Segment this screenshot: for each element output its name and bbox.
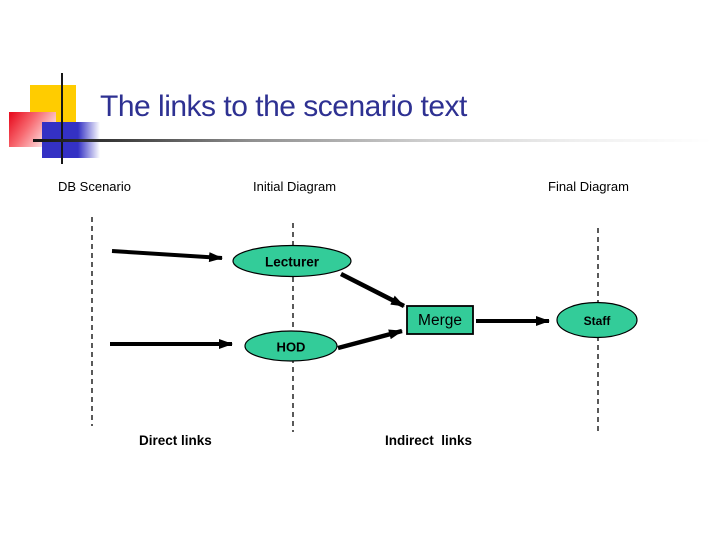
decoration-vertical-line: [61, 73, 63, 164]
legend-indirect-links: Indirect links: [385, 433, 473, 448]
title-underline: [33, 139, 712, 142]
node-merge-rect: [406, 305, 474, 335]
column-header-initial-diagram: Initial Diagram: [253, 179, 337, 194]
node-merge-label: Merge: [418, 312, 462, 329]
node-staff-ellipse: [556, 301, 638, 339]
arrow-scenario-to-lecturer: [111, 249, 223, 263]
slide-title: The links to the scenario text: [100, 90, 467, 123]
node-lecturer-ellipse: [232, 244, 352, 278]
node-hod-label: HOD: [276, 339, 306, 355]
node-lecturer-label: Lecturer: [264, 254, 320, 270]
column-header-db-scenario: DB Scenario: [58, 179, 131, 194]
arrow-lecturer-to-merge: [339, 271, 406, 309]
node-staff-label: Staff: [583, 314, 611, 328]
arrow-hod-to-merge: [337, 328, 403, 351]
node-hod-ellipse: [244, 330, 338, 362]
column-header-final-diagram: Final Diagram: [548, 179, 629, 194]
legend-direct-links: Direct links: [139, 433, 212, 448]
